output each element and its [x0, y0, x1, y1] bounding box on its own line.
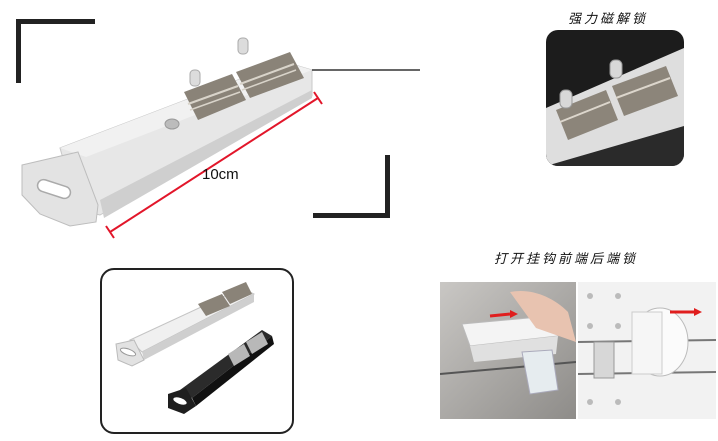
magnet-detail-photo — [546, 30, 684, 166]
magnetic-lock-device-illustration — [21, 37, 420, 239]
corner-bracket-bottom-right-vertical — [385, 155, 390, 218]
hook-lock-photo-right — [578, 282, 716, 419]
product-pair-photo — [100, 268, 294, 434]
corner-bracket-top-left-vertical — [16, 19, 21, 83]
dimension-label: 10cm — [202, 166, 239, 183]
hook-lock-label: 打开挂钩前端后端锁 — [494, 252, 639, 267]
corner-bracket-bottom-right — [313, 213, 390, 218]
magnet-unlock-label: 强力磁解锁 — [568, 12, 649, 27]
hook-lock-photo-left — [440, 282, 576, 419]
corner-bracket-top-left — [16, 19, 95, 24]
